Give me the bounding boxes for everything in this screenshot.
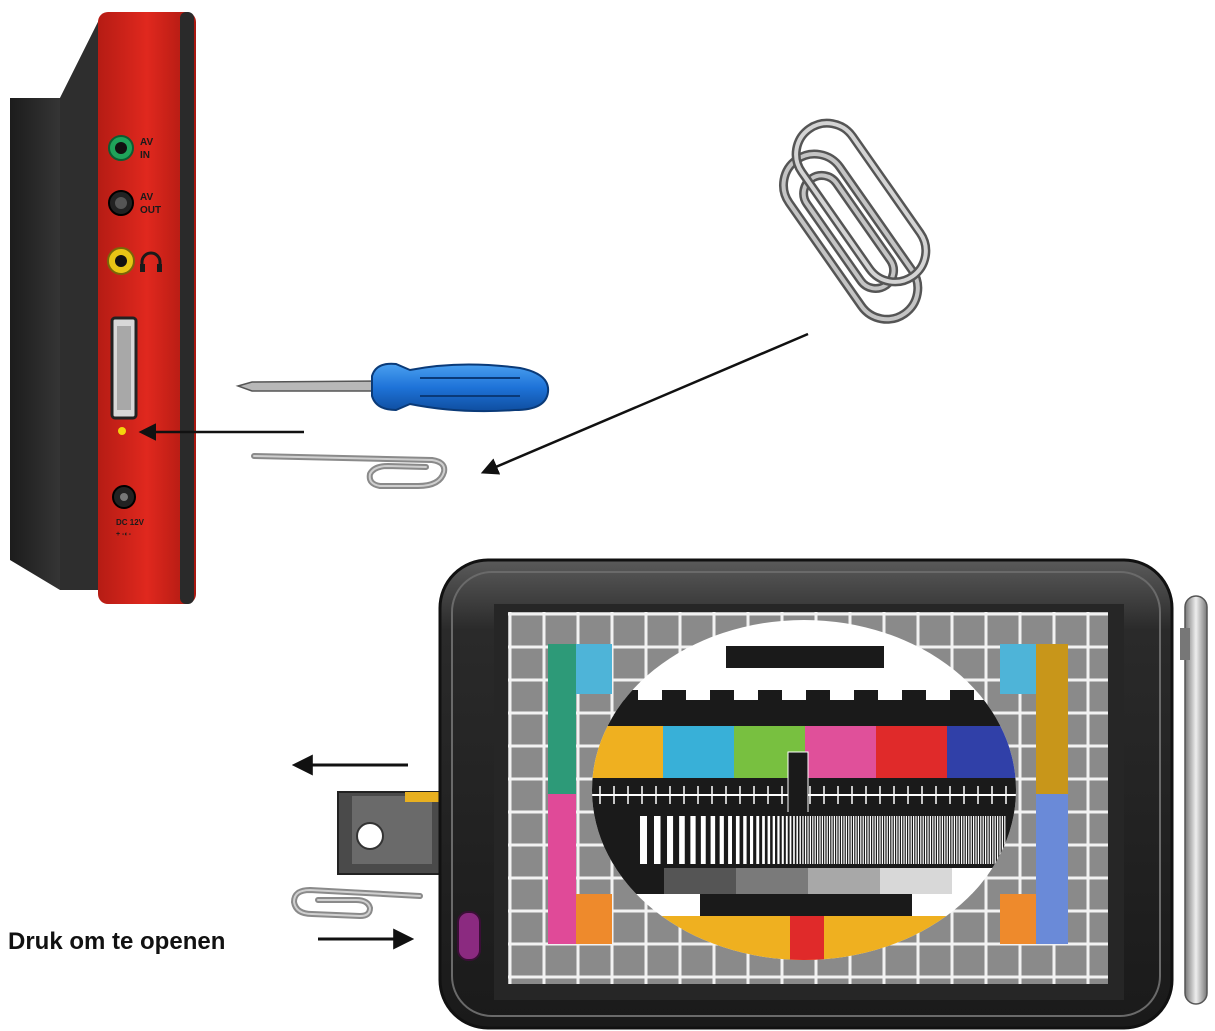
paperclip-icon [779, 118, 931, 324]
paperclip-tool [290, 886, 423, 920]
reset-hole-indicator [118, 427, 126, 435]
screwdriver-icon [235, 362, 550, 413]
av-in-label-top: AV [140, 137, 153, 148]
antenna [1184, 595, 1208, 1005]
card-slot-inner [117, 326, 131, 410]
av-in-port: AV IN [108, 135, 153, 161]
instruction-caption: Druk om te openen [8, 928, 226, 955]
device-back-face [60, 18, 110, 590]
av-out-port: AV OUT [108, 190, 161, 216]
slide-out-tray [337, 791, 445, 875]
dc-port: DC 12V + -◐- [112, 485, 145, 538]
test-card-screen [508, 612, 1108, 984]
paperclip-arrow [480, 332, 809, 475]
av-out-label-bottom: OUT [140, 205, 161, 216]
av-out-label-top: AV [140, 192, 153, 203]
tray-hole [356, 822, 384, 850]
dc-label: DC 12V [116, 518, 145, 527]
side-view-device: AV IN AV OUT DC 12V + -◐- [10, 12, 196, 604]
headphone-port [107, 247, 162, 275]
device-front-edge [180, 12, 194, 604]
av-in-label-bottom: IN [140, 150, 150, 161]
headphone-icon [140, 251, 162, 270]
release-button[interactable] [457, 911, 481, 961]
dc-polarity-label: + -◐- [116, 531, 132, 538]
